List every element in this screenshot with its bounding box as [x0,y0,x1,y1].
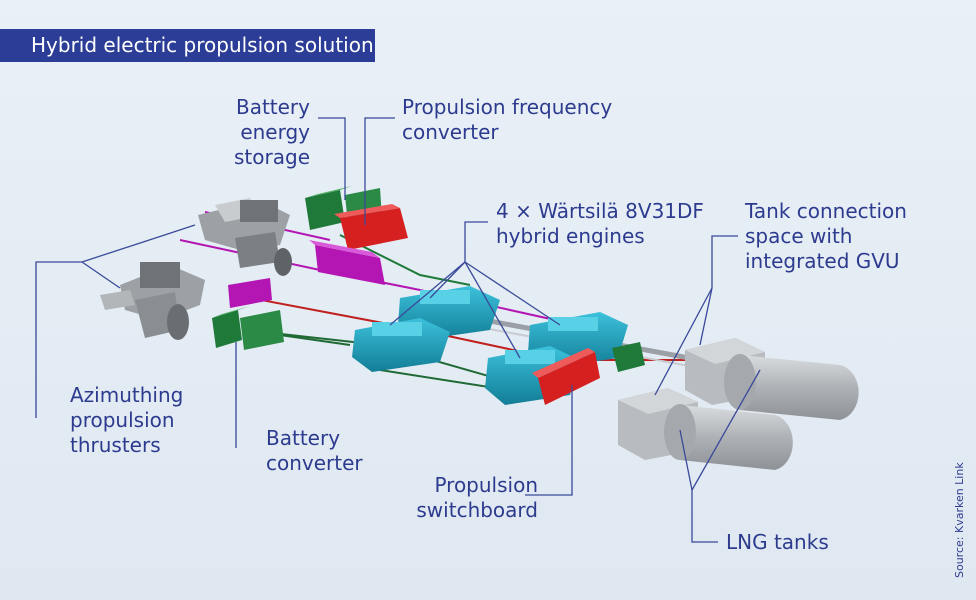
converter-magenta-upper [309,240,385,285]
label-battery-energy-storage: Battery energy storage [234,95,310,169]
lng-tank-lower [664,404,793,470]
azimuth-thruster-lower [100,262,205,340]
battery-converter [212,306,284,350]
label-engines: 4 × Wärtsilä 8V31DF hybrid engines [496,199,704,248]
propulsion-switchboard [532,348,600,405]
azimuth-thruster-upper [198,198,292,276]
label-battery-converter: Battery converter [266,426,363,475]
label-lng-tanks: LNG tanks [726,530,829,554]
label-propulsion-switchboard: Propulsion switchboard [416,473,538,522]
lng-tank-upper [724,354,859,420]
source-credit: Source: Kvarken Link [953,462,966,578]
generator-green [612,342,645,372]
label-tank-connection-space: Tank connection space with integrated GV… [745,199,907,273]
converter-magenta-lower [228,278,272,308]
frequency-converter [334,204,408,250]
label-frequency-converter: Propulsion frequency converter [402,95,613,144]
leader-lines [35,117,761,543]
diagram-title: Hybrid electric propulsion solution [0,29,375,62]
label-azimuthing-thrusters: Azimuthing propulsion thrusters [70,383,184,457]
engine-2 [352,318,450,372]
